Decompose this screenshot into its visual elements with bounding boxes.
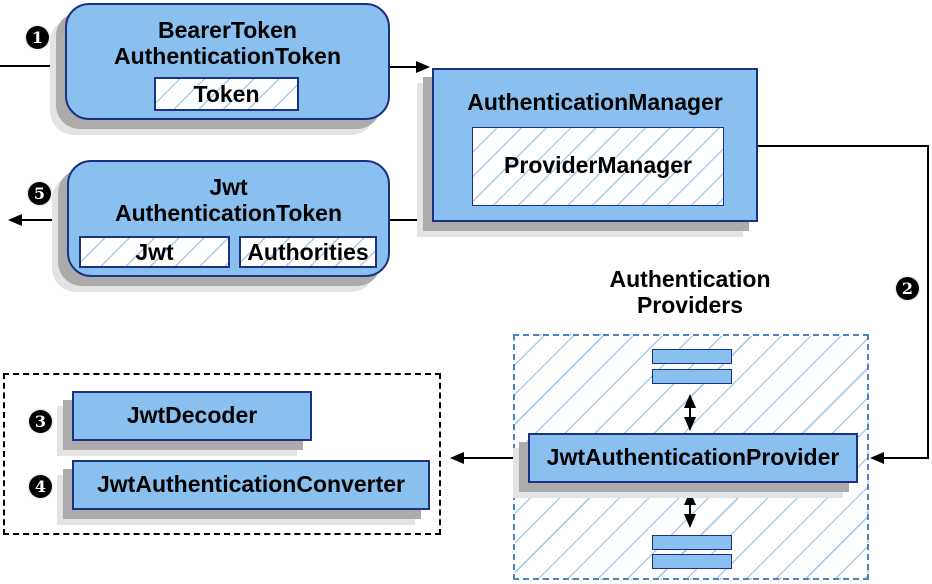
title-line: AuthenticationToken: [114, 200, 342, 226]
provider-placeholder-bar: [652, 369, 732, 384]
node-title: Jwt AuthenticationToken: [69, 162, 388, 226]
step-badge-2: 2: [896, 277, 919, 300]
chip-token: Token: [154, 77, 299, 111]
title-line: BearerToken: [158, 17, 297, 43]
node-jwt-decoder: JwtDecoder: [72, 391, 312, 441]
step-badge-5: 5: [28, 182, 51, 205]
arrow-manager-to-provider: [758, 145, 929, 464]
chip-jwt: Jwt: [79, 236, 230, 268]
node-title: AuthenticationManager: [467, 89, 723, 115]
group-decoder-converter: [3, 373, 441, 535]
node-jwt-authentication-provider: JwtAuthenticationProvider: [528, 433, 858, 483]
label-authentication-providers: Authentication Providers: [565, 266, 815, 318]
provider-placeholder-bar: [652, 535, 732, 550]
node-title: BearerToken AuthenticationToken: [67, 5, 388, 69]
step-badge-3: 3: [29, 410, 52, 433]
title-line: Jwt: [209, 174, 248, 200]
label-line: Providers: [636, 292, 744, 318]
provider-placeholder-bar: [652, 349, 732, 364]
chip-authorities: Authorities: [239, 236, 377, 268]
node-bearer-token-authentication-token: BearerToken AuthenticationToken Token: [65, 3, 390, 120]
node-jwt-authentication-converter: JwtAuthenticationConverter: [72, 460, 430, 510]
chip-provider-manager: ProviderManager: [472, 127, 724, 206]
step-badge-1: 1: [26, 26, 49, 49]
label-line: Authentication: [609, 266, 771, 292]
node-jwt-authentication-token: Jwt AuthenticationToken Jwt Authorities: [67, 160, 390, 277]
step-badge-4: 4: [29, 475, 52, 498]
provider-placeholder-bar: [652, 554, 732, 569]
node-authentication-manager: AuthenticationManager ProviderManager: [432, 68, 758, 222]
title-line: AuthenticationToken: [113, 43, 341, 69]
